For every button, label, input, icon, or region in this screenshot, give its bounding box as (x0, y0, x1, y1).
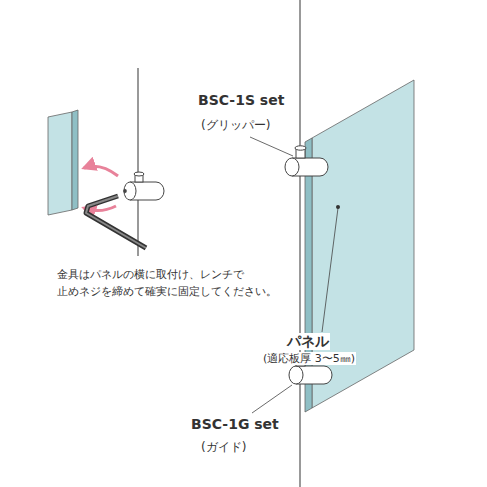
note-line: 金具はパネルの横に取付け、レンチで (56, 268, 245, 281)
leader-dot (336, 205, 340, 209)
panel-edge (72, 110, 78, 210)
leader-line (322, 208, 338, 332)
leader-line (252, 385, 292, 413)
hex-wrench-shine (86, 196, 146, 248)
hex-wrench (86, 196, 146, 248)
gripper (285, 146, 328, 176)
panel-face (48, 112, 72, 215)
part-name: BSC-1G set (190, 416, 280, 433)
arrow-in (84, 166, 118, 176)
part-subname: (ガイド) (200, 440, 247, 454)
part-subname: (グリッパー) (200, 118, 271, 132)
wire (299, 0, 300, 487)
note-line: 止めネジを締めて確実に固定してください。 (56, 285, 278, 298)
leader-line (250, 137, 293, 156)
part-name: パネル (286, 333, 330, 350)
wire (137, 68, 138, 256)
part-note: (適応板厚 3〜5㎜) (262, 352, 356, 365)
part-name: BSC-1S set (197, 92, 285, 109)
gripper-inset (123, 172, 164, 200)
